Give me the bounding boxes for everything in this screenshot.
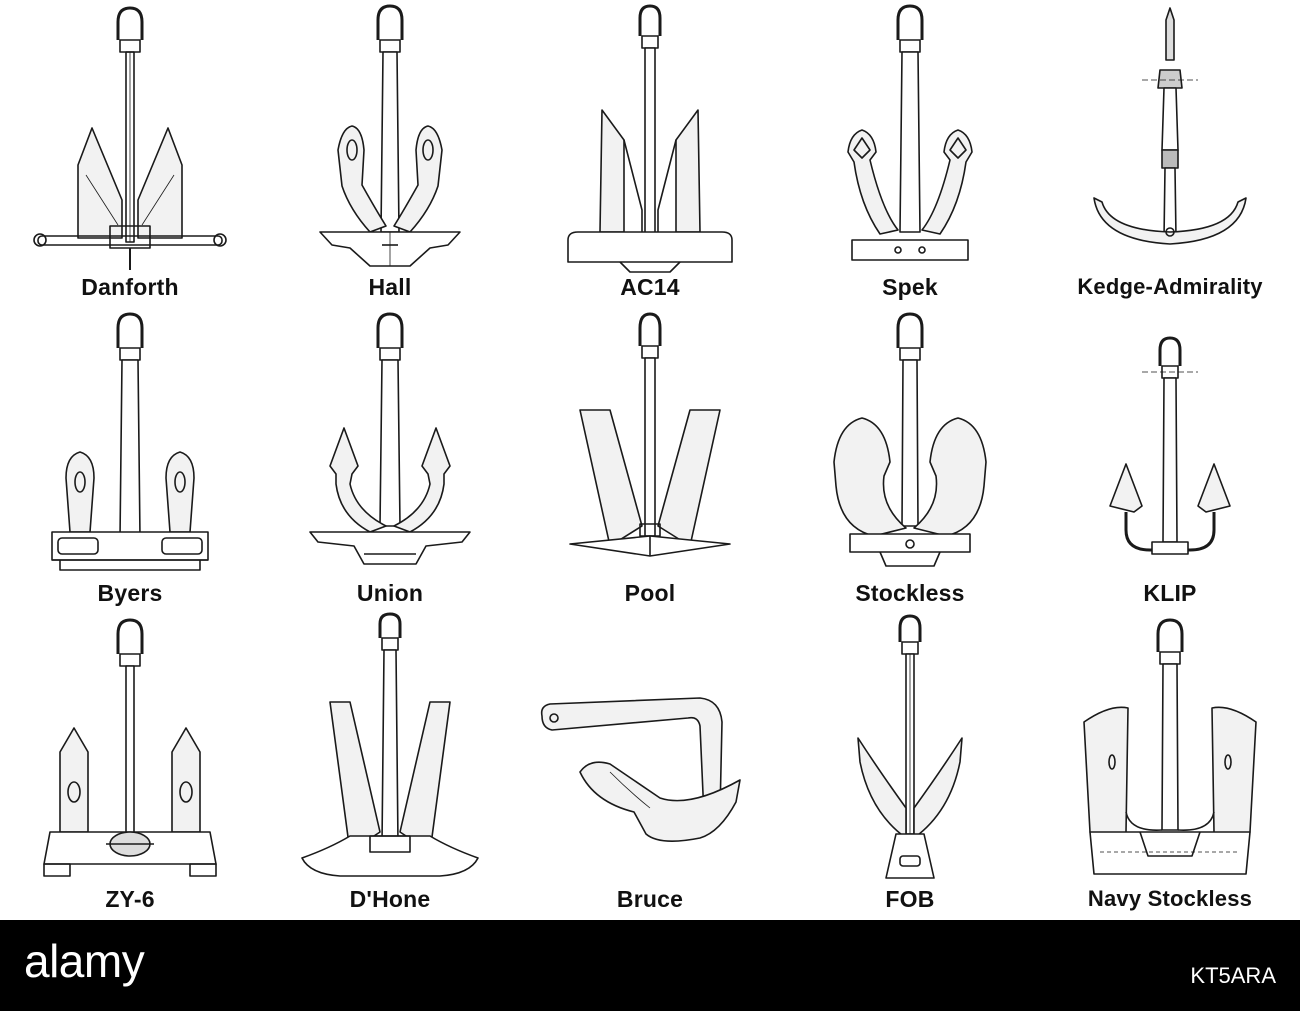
union-anchor-icon: [290, 306, 490, 578]
anchor-cell-stockless: Stockless: [780, 306, 1040, 612]
anchor-label: KLIP: [1143, 580, 1197, 606]
anchor-label: Bruce: [616, 886, 684, 912]
anchor-label: Danforth: [81, 274, 179, 300]
anchor-label: D'Hone: [349, 886, 431, 912]
brand-logo: alamy: [24, 935, 145, 987]
zy6-anchor-icon: [30, 612, 230, 884]
hall-anchor-icon: [290, 0, 490, 272]
anchor-cell-pool: Pool: [520, 306, 780, 612]
anchor-cell-bruce: Bruce: [520, 612, 780, 918]
spek-anchor-icon: [810, 0, 1010, 272]
dhone-anchor-icon: [290, 612, 490, 884]
anchor-cell-kedge-admiralty: Kedge-Admirality: [1040, 0, 1300, 306]
danforth-anchor-icon: [30, 0, 230, 272]
anchor-label: FOB: [885, 886, 935, 912]
anchor-label: Navy Stockless: [1087, 886, 1253, 911]
fob-anchor-icon: [810, 612, 1010, 884]
stockless-anchor-icon: [810, 306, 1010, 578]
anchor-label: Kedge-Admirality: [1077, 274, 1263, 299]
image-code: KT5ARA: [1190, 963, 1276, 988]
watermark-banner: alamy KT5ARA: [0, 920, 1300, 1011]
byers-anchor-icon: [30, 306, 230, 578]
kedge-admiralty-anchor-icon: [1070, 0, 1270, 272]
anchor-cell-klip: KLIP: [1040, 306, 1300, 612]
anchor-cell-danforth: Danforth: [0, 0, 260, 306]
anchor-cell-byers: Byers: [0, 306, 260, 612]
anchor-label: Union: [356, 580, 424, 606]
ac14-anchor-icon: [550, 0, 750, 272]
anchor-label: Byers: [97, 580, 163, 606]
anchor-cell-spek: Spek: [780, 0, 1040, 306]
anchor-cell-fob: FOB: [780, 612, 1040, 918]
anchor-label: Hall: [368, 274, 412, 300]
anchor-label: Stockless: [855, 580, 965, 606]
anchor-label: Spek: [882, 274, 938, 300]
anchor-cell-navy-stockless: Navy Stockless: [1040, 612, 1300, 918]
pool-anchor-icon: [550, 306, 750, 578]
anchor-label: AC14: [620, 274, 680, 300]
anchor-label: Pool: [624, 580, 676, 606]
anchor-label: ZY-6: [105, 886, 155, 912]
bruce-anchor-icon: [550, 612, 750, 884]
anchor-cell-zy6: ZY-6: [0, 612, 260, 918]
anchor-cell-dhone: D'Hone: [260, 612, 520, 918]
navy-stockless-anchor-icon: [1070, 612, 1270, 884]
anchor-cell-union: Union: [260, 306, 520, 612]
anchor-cell-ac14: AC14: [520, 0, 780, 306]
klip-anchor-icon: [1070, 306, 1270, 578]
anchor-cell-hall: Hall: [260, 0, 520, 306]
anchor-types-diagram: Danforth Hall: [0, 0, 1300, 918]
